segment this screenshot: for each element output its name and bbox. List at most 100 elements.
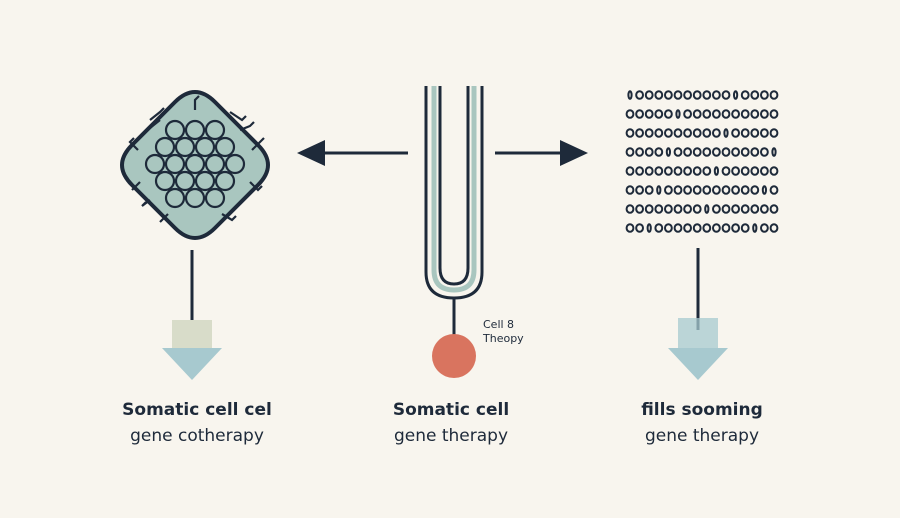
binary-digit [646, 223, 652, 233]
binary-digit [760, 166, 769, 176]
binary-digit [712, 223, 721, 233]
binary-digit [769, 166, 779, 176]
binary-digit [664, 90, 673, 100]
binary-digit [750, 185, 760, 195]
binary-digit [654, 147, 664, 157]
cluster-filament [159, 213, 169, 223]
binary-digit [635, 223, 644, 233]
down-arrow-right [668, 248, 728, 380]
binary-digit [635, 185, 644, 195]
cell-cluster-icon [120, 90, 270, 240]
binary-digit [664, 128, 673, 138]
binary-digit [721, 109, 731, 119]
binary-digit [712, 147, 721, 157]
binary-digit [625, 147, 635, 157]
binary-digit [673, 90, 683, 100]
binary-digit [750, 128, 760, 138]
binary-digit [750, 109, 760, 119]
cluster-cell [224, 153, 246, 175]
cluster-cell [184, 119, 206, 141]
caption-left-line2: gene cotherapy [130, 426, 264, 446]
binary-digit [721, 90, 731, 100]
binary-digit [692, 109, 702, 119]
binary-digit [635, 147, 644, 157]
cluster-filament [249, 181, 263, 192]
binary-digit [752, 223, 758, 233]
binary-digit [740, 109, 750, 119]
binary-digit [702, 223, 712, 233]
arrow-left [297, 140, 408, 166]
binary-digit [712, 128, 721, 138]
binary-digit [721, 166, 731, 176]
binary-digit [740, 204, 750, 214]
cluster-cell [194, 170, 216, 192]
binary-digit [760, 109, 769, 119]
cluster-cell [204, 187, 226, 209]
binary-digit [740, 166, 750, 176]
binary-digit [627, 90, 633, 100]
binary-digit [702, 128, 712, 138]
binary-digit [713, 166, 720, 176]
red-node [432, 334, 476, 378]
binary-digit [673, 147, 683, 157]
binary-digit [625, 166, 635, 176]
cluster-cell [164, 119, 186, 141]
cluster-cell [184, 153, 206, 175]
binary-digit [721, 147, 731, 157]
binary-digit [769, 109, 779, 119]
binary-digit [635, 109, 644, 119]
binary-digit [760, 147, 769, 157]
binary-digit [760, 223, 769, 233]
cluster-cell [194, 136, 216, 158]
binary-digit [769, 128, 779, 138]
binary-digit [771, 147, 777, 157]
caption-right: fills sooming gene therapy [592, 397, 812, 449]
binary-digit [692, 204, 702, 214]
binary-digit [665, 147, 672, 157]
binary-digit [712, 109, 721, 119]
cluster-cell [184, 187, 206, 209]
binary-digit [673, 166, 683, 176]
caption-right-line2: gene therapy [644, 426, 760, 446]
binary-digit [750, 147, 760, 157]
binary-digit [712, 90, 721, 100]
cluster-cell [164, 153, 186, 175]
cluster-filament [149, 107, 165, 121]
cluster-cell [214, 170, 236, 192]
binary-digit [654, 223, 664, 233]
binary-digit [673, 128, 683, 138]
binary-digit [692, 166, 702, 176]
cluster-cell [204, 119, 226, 141]
cluster-filament [131, 181, 141, 191]
cluster-filament [141, 199, 151, 207]
binary-digit [635, 128, 644, 138]
cluster-cell [154, 170, 176, 192]
binary-digit [664, 223, 673, 233]
binary-digit [731, 223, 740, 233]
binary-digit [664, 166, 673, 176]
binary-digit [760, 90, 769, 100]
binary-digit [721, 223, 731, 233]
binary-digit [750, 204, 760, 214]
binary-digit [721, 204, 731, 214]
binary-digit [760, 204, 769, 214]
binary-digit [675, 109, 681, 119]
binary-digit [731, 185, 740, 195]
binary-digit [731, 128, 740, 138]
binary-digit [625, 109, 635, 119]
binary-digit [635, 166, 644, 176]
center-note: Cell 8 Theopy [483, 318, 524, 346]
binary-grid-icon [625, 90, 779, 233]
binary-digit [683, 147, 692, 157]
binary-digit [654, 166, 664, 176]
binary-digit [683, 204, 692, 214]
binary-digit [740, 128, 750, 138]
binary-digit [654, 204, 664, 214]
binary-digit [723, 128, 729, 138]
cluster-filament [149, 119, 161, 129]
binary-digit [625, 223, 635, 233]
binary-digit [702, 185, 712, 195]
binary-digit [692, 185, 702, 195]
cluster-filament [193, 95, 200, 110]
binary-digit [683, 223, 692, 233]
